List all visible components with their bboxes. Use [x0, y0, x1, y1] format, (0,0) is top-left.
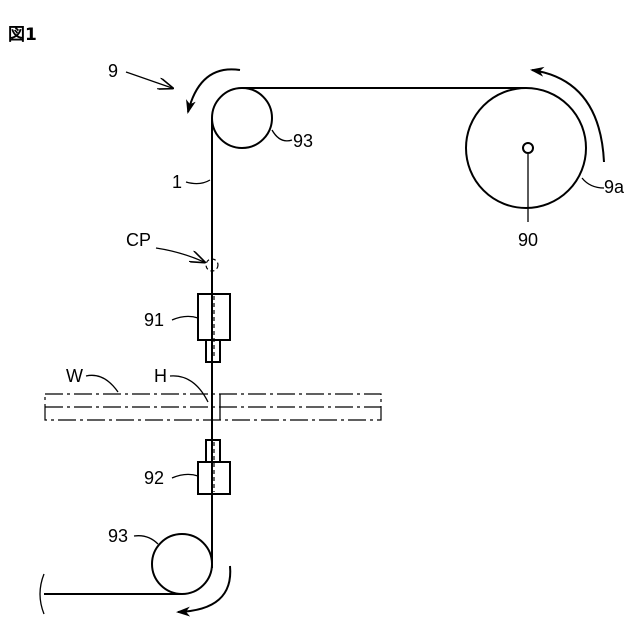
figure-title: 図1 — [8, 25, 37, 45]
label-cut-point: CP — [126, 230, 151, 250]
label-workpiece: W — [66, 366, 83, 386]
wire-reel — [466, 88, 586, 208]
cut-point-pointer-arrow — [156, 248, 204, 262]
label-hole: H — [154, 366, 167, 386]
wire-leader — [186, 180, 210, 184]
label-wire: 1 — [172, 172, 182, 192]
reel-axis-hub — [523, 143, 533, 153]
label-reel-axis: 90 — [518, 230, 538, 250]
label-bottom-roller: 93 — [108, 526, 128, 546]
rotation-arrow-reel — [532, 70, 604, 162]
label-upper-guide: 91 — [144, 310, 164, 330]
wire-break-mark — [40, 574, 44, 614]
label-apparatus: 9 — [108, 61, 118, 81]
top-roller-leader — [272, 130, 292, 141]
rotation-arrow-bottom — [178, 566, 230, 612]
hole-leader — [170, 376, 208, 402]
top-roller — [212, 88, 272, 148]
label-top-roller: 93 — [293, 131, 313, 151]
workpiece-leader — [86, 375, 118, 392]
upper-guide-leader — [172, 316, 198, 320]
bottom-roller-leader — [134, 536, 158, 544]
apparatus-pointer-arrow — [126, 72, 172, 88]
bottom-roller — [152, 534, 212, 594]
reel-leader — [582, 178, 604, 188]
lower-guide-leader — [172, 474, 198, 478]
label-lower-guide: 92 — [144, 468, 164, 488]
label-reel: 9a — [604, 177, 625, 197]
